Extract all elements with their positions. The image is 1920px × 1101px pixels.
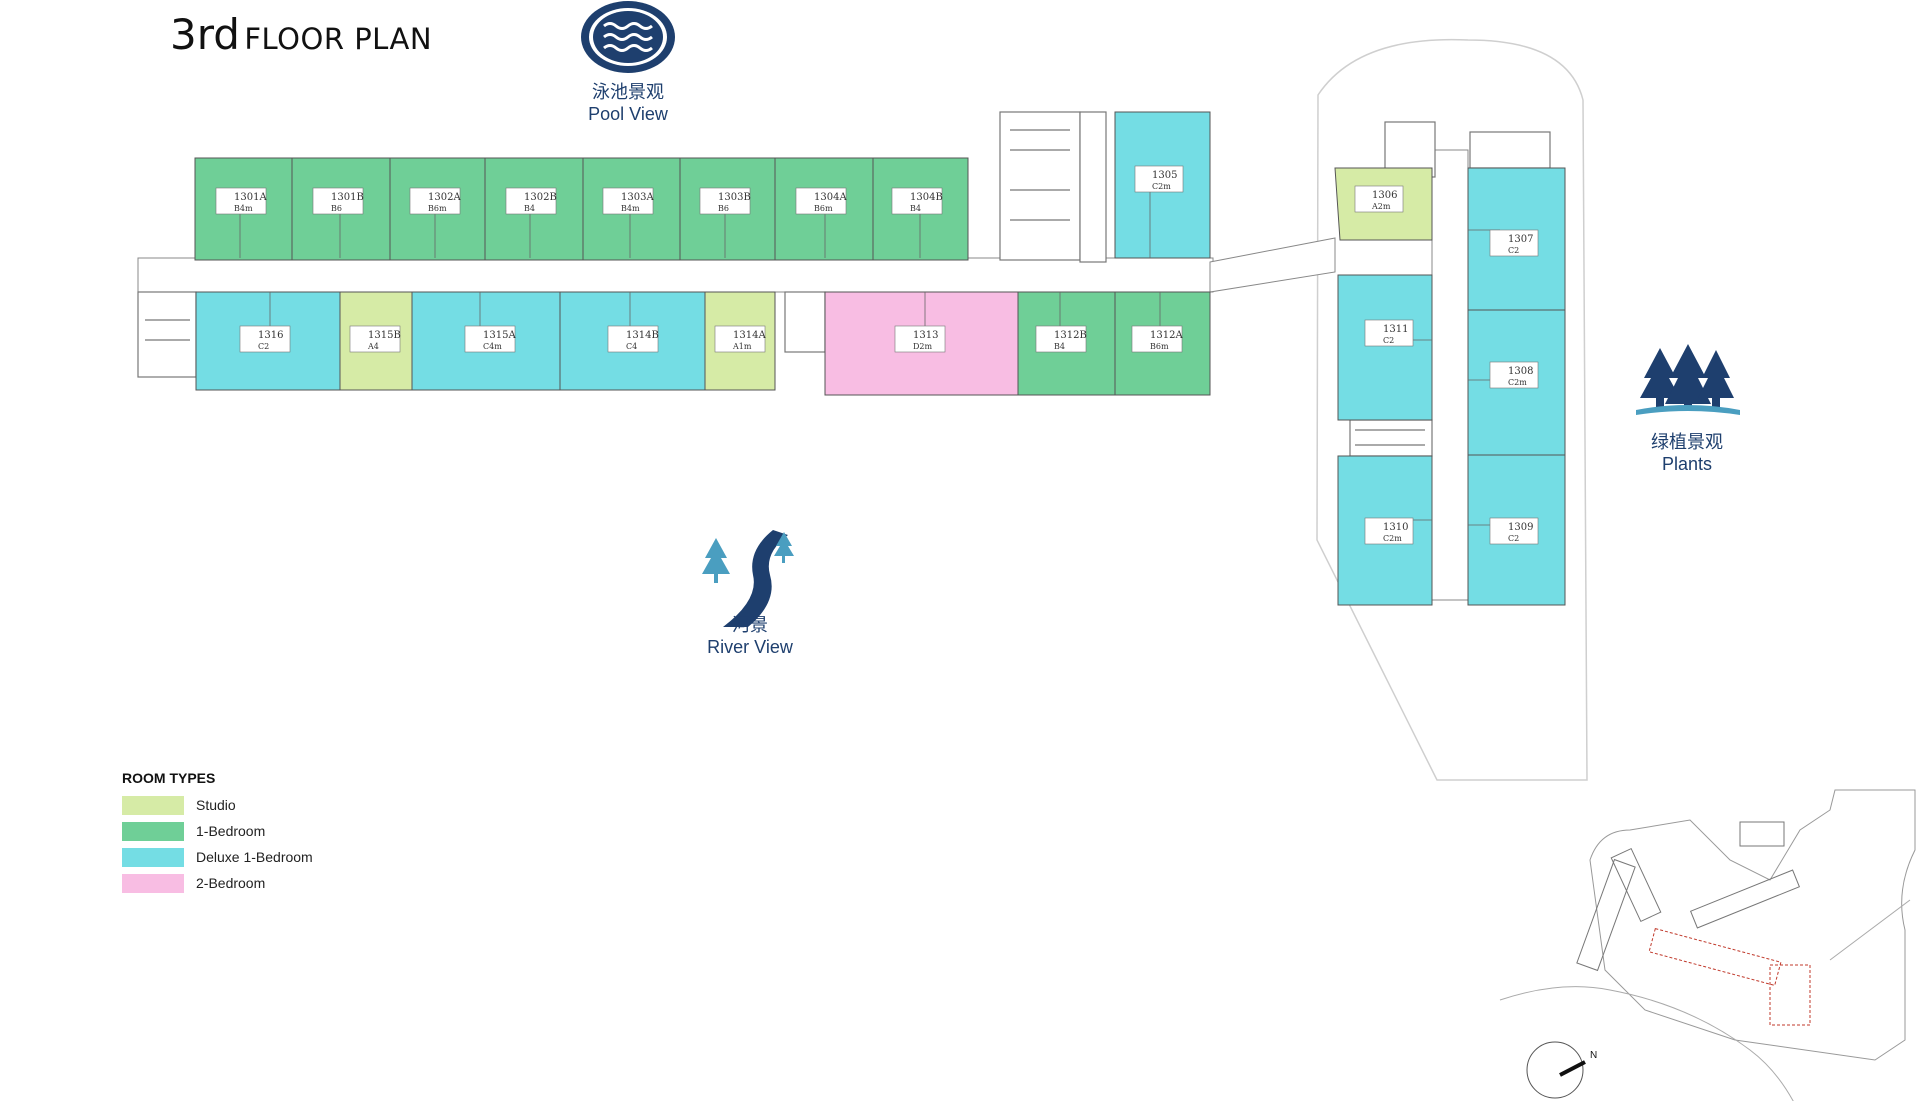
page-title: 3rd FLOOR PLAN — [170, 10, 432, 59]
unit-label-1314B: 1314B — [626, 330, 659, 341]
legend-item-2-bedroom: 2-Bedroom — [122, 870, 313, 896]
river-view-label: 河景 River View — [695, 615, 805, 658]
unit-type-1301B: B6 — [331, 204, 342, 213]
river-view-en: River View — [707, 636, 793, 657]
unit-label-1310: 1310 — [1383, 522, 1408, 533]
unit-type-1305: C2m — [1152, 182, 1171, 191]
unit-type-1309: C2 — [1508, 534, 1519, 543]
unit-label-1315B: 1315B — [368, 330, 401, 341]
pool-view-zh: 泳池景观 — [592, 82, 664, 103]
unit-label-1304A: 1304A — [814, 192, 847, 203]
unit-type-1306: A2m — [1371, 202, 1391, 211]
unit-label-1311: 1311 — [1383, 324, 1408, 335]
compass-north-label: N — [1590, 1050, 1597, 1061]
unit-type-1310: C2m — [1383, 534, 1402, 543]
unit-label-1303A: 1303A — [621, 192, 654, 203]
plants-view-label: 绿植景观 Plants — [1632, 432, 1742, 475]
unit-label-1305: 1305 — [1152, 170, 1177, 181]
unit-type-1315B: A4 — [367, 342, 379, 351]
unit-label-1301A: 1301A — [234, 192, 267, 203]
legend-item-1-bedroom: 1-Bedroom — [122, 818, 313, 844]
river-view-zh: 河景 — [732, 615, 768, 636]
unit-type-1312B: B4 — [1054, 342, 1065, 351]
unit-label-1303B: 1303B — [718, 192, 751, 203]
unit-type-1301A: B4m — [234, 204, 253, 213]
plants-icon — [1636, 344, 1740, 415]
unit-label-1312A: 1312A — [1150, 330, 1183, 341]
unit-type-1314A: A1m — [732, 342, 752, 351]
compass-icon: N — [1526, 1041, 1597, 1099]
unit-label-1312B: 1312B — [1054, 330, 1087, 341]
unit-type-1308: C2m — [1508, 378, 1527, 387]
unit-label-1313: 1313 — [913, 330, 938, 341]
unit-label-1315A: 1315A — [483, 330, 516, 341]
unit-label-1316: 1316 — [258, 330, 283, 341]
unit-label-1302B: 1302B — [524, 192, 557, 203]
stair-core — [137, 111, 1551, 457]
floor-number: 3rd — [170, 10, 240, 59]
unit-label-1308: 1308 — [1508, 366, 1533, 377]
unit-label-1309: 1309 — [1508, 522, 1533, 533]
plants-view-en: Plants — [1661, 453, 1713, 474]
unit-type-1307: C2 — [1508, 246, 1519, 255]
legend-item-deluxe-1-bedroom: Deluxe 1-Bedroom — [122, 844, 313, 870]
unit-label-1307: 1307 — [1508, 234, 1533, 245]
wing-outline — [1316, 38, 1588, 781]
unit-type-1313: D2m — [913, 342, 933, 351]
unit-type-1314B: C4 — [626, 342, 637, 351]
unit-type-1303A: B4m — [621, 204, 640, 213]
unit-type-1315A: C4m — [483, 342, 502, 351]
legend-swatch-1-bedroom — [122, 821, 184, 841]
unit-labels: 1301A B4m 1301B B6 1302A B6m 1302B B4 13… — [215, 165, 1539, 545]
pool-view-label: 泳池景观 Pool View — [573, 82, 683, 125]
interior-walls — [239, 190, 1500, 526]
unit-1311 — [1337, 274, 1433, 421]
legend-label-deluxe-1-bedroom: Deluxe 1-Bedroom — [196, 849, 313, 865]
legend-title: ROOM TYPES — [122, 770, 216, 786]
pool-view-en: Pool View — [588, 103, 668, 124]
unit-type-1302A: B6m — [428, 204, 447, 213]
floor-plan-label: FLOOR PLAN — [244, 22, 433, 56]
site-key-plan — [1499, 789, 1916, 1101]
unit-label-1302A: 1302A — [428, 192, 461, 203]
unit-label-1301B: 1301B — [331, 192, 364, 203]
room-types-legend: ROOM TYPES Studio 1-Bedroom Deluxe 1-Bed… — [122, 770, 313, 896]
legend-label-1-bedroom: 1-Bedroom — [196, 823, 266, 839]
legend-swatch-studio — [122, 795, 184, 815]
legend-item-studio: Studio — [122, 792, 313, 818]
unit-type-1316: C2 — [258, 342, 269, 351]
unit-type-1304A: B6m — [814, 204, 833, 213]
plants-view-zh: 绿植景观 — [1651, 432, 1723, 453]
unit-type-1304B: B4 — [910, 204, 921, 213]
unit-type-1311: C2 — [1383, 336, 1394, 345]
unit-type-1302B: B4 — [524, 204, 535, 213]
pool-view-icon — [581, 1, 675, 73]
unit-label-1306: 1306 — [1372, 190, 1397, 201]
unit-type-1312A: B6m — [1150, 342, 1169, 351]
legend-swatch-2-bedroom — [122, 873, 184, 893]
legend-label-2-bedroom: 2-Bedroom — [196, 875, 266, 891]
unit-type-1303B: B6 — [718, 204, 729, 213]
legend-label-studio: Studio — [196, 797, 236, 813]
unit-label-1314A: 1314A — [733, 330, 766, 341]
unit-label-1304B: 1304B — [910, 192, 943, 203]
river-view-icon — [702, 530, 794, 627]
legend-swatch-deluxe-1-bedroom — [122, 847, 184, 867]
